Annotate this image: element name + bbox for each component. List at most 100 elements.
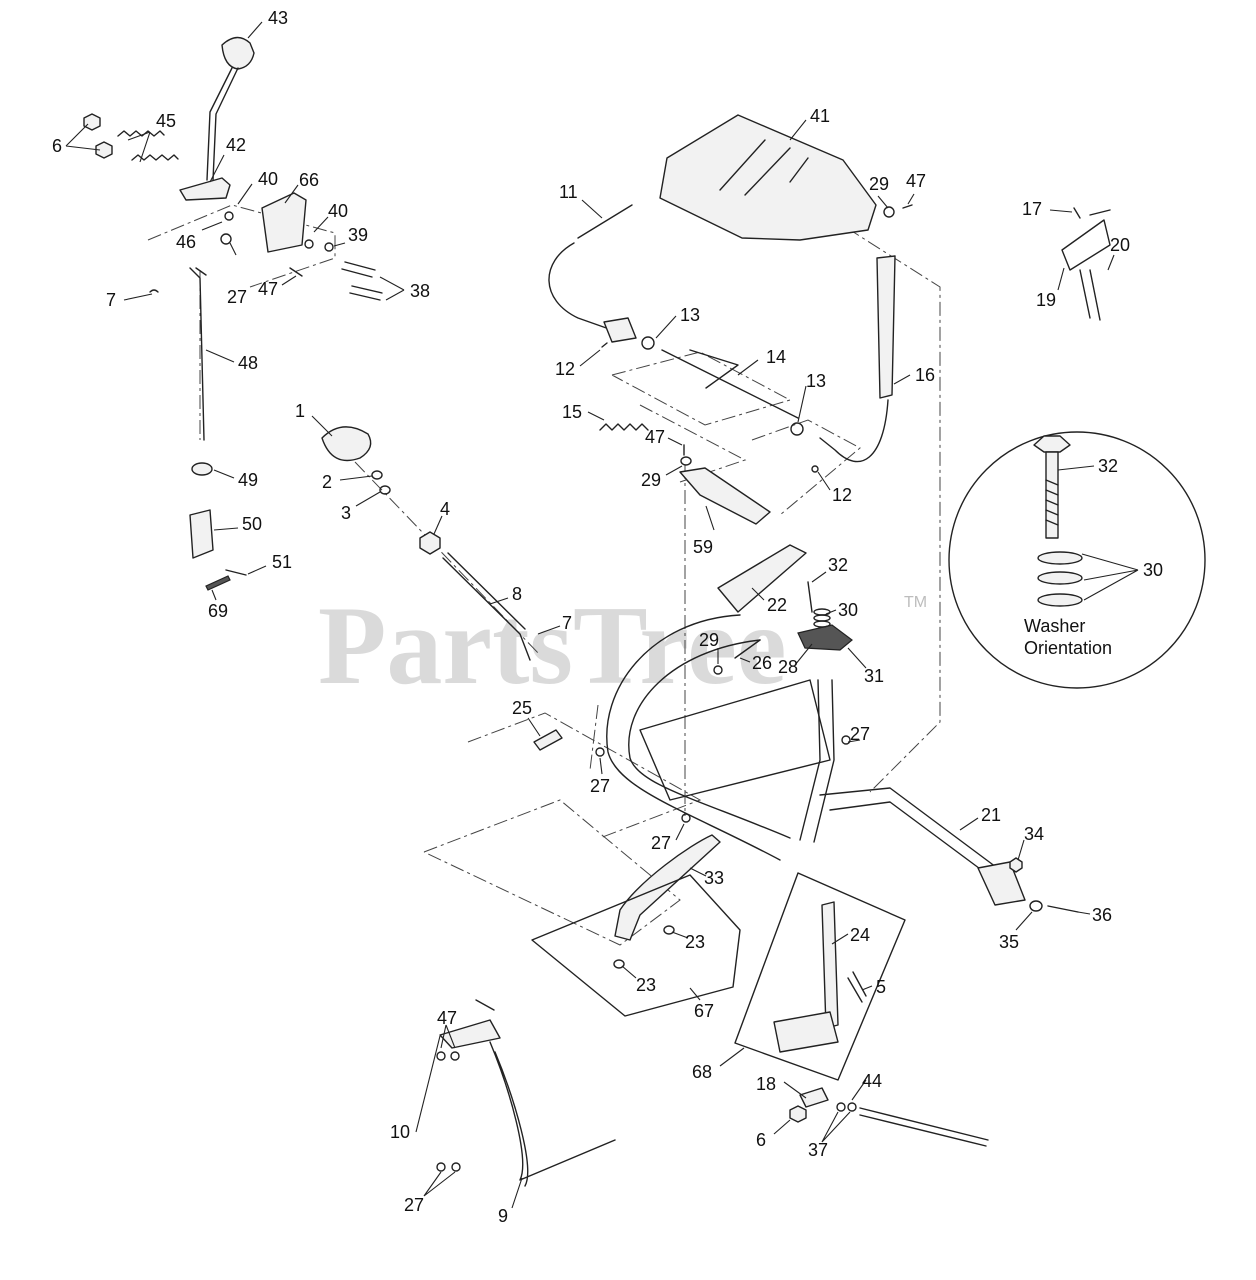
callout-30: 30 bbox=[838, 600, 858, 620]
callout-13: 13 bbox=[806, 371, 826, 391]
callout-5: 5 bbox=[876, 977, 886, 997]
callout-42: 42 bbox=[226, 135, 246, 155]
callout-10: 10 bbox=[390, 1122, 410, 1142]
leader-lines bbox=[65, 21, 1139, 1209]
callout-46: 46 bbox=[176, 232, 196, 252]
callout-3: 3 bbox=[341, 503, 351, 523]
center-shift-rod bbox=[321, 426, 531, 661]
callout-23: 23 bbox=[685, 932, 705, 952]
spring-set bbox=[117, 130, 179, 161]
callout-8: 8 bbox=[512, 584, 522, 604]
throttle-cable bbox=[548, 204, 633, 339]
control-rod bbox=[661, 349, 799, 419]
pin bbox=[225, 569, 247, 576]
callout-12: 12 bbox=[832, 485, 852, 505]
callout-35: 35 bbox=[999, 932, 1019, 952]
seat-frame bbox=[606, 544, 1026, 906]
frame-loop bbox=[606, 614, 791, 861]
callout-22: 22 bbox=[767, 595, 787, 615]
shift-rod bbox=[189, 267, 207, 441]
callout-59: 59 bbox=[693, 537, 713, 557]
seat-pan bbox=[659, 114, 877, 241]
callout-40: 40 bbox=[258, 169, 278, 189]
callout-31: 31 bbox=[864, 666, 884, 686]
shift-knob bbox=[321, 426, 372, 462]
callout-29: 29 bbox=[699, 630, 719, 650]
screw bbox=[289, 267, 303, 277]
callout-34: 34 bbox=[1024, 824, 1044, 844]
callout-27: 27 bbox=[651, 833, 671, 853]
callout-23: 23 bbox=[636, 975, 656, 995]
callout-16: 16 bbox=[915, 365, 935, 385]
bracket bbox=[679, 467, 771, 525]
callout-69: 69 bbox=[208, 601, 228, 621]
callout-17: 17 bbox=[1022, 199, 1042, 219]
callout-47: 47 bbox=[258, 279, 278, 299]
callout-7: 7 bbox=[106, 290, 116, 310]
bolt bbox=[341, 261, 376, 278]
callout-labels: 43 45 6 42 40 66 46 40 39 27 47 38 7 48 … bbox=[52, 8, 1163, 1226]
callout-6: 6 bbox=[756, 1130, 766, 1150]
pedal-arm bbox=[614, 834, 721, 941]
callout-50: 50 bbox=[242, 514, 262, 534]
callout-19: 19 bbox=[1036, 290, 1056, 310]
callout-37: 37 bbox=[808, 1140, 828, 1160]
callout-18: 18 bbox=[756, 1074, 776, 1094]
callout-40: 40 bbox=[328, 201, 348, 221]
pin bbox=[533, 729, 563, 751]
pivot-block bbox=[189, 509, 214, 559]
watermark-trademark: TM bbox=[904, 594, 927, 611]
callout-51: 51 bbox=[272, 552, 292, 572]
callout-27: 27 bbox=[404, 1195, 424, 1215]
callout-11: 11 bbox=[559, 182, 578, 202]
callout-29: 29 bbox=[641, 470, 661, 490]
shift-rod bbox=[442, 552, 531, 661]
callout-38: 38 bbox=[410, 281, 430, 301]
bolt bbox=[349, 285, 383, 301]
spring bbox=[599, 423, 649, 431]
washer-orientation-detail: Washer Orientation bbox=[948, 431, 1206, 689]
callout-49: 49 bbox=[238, 470, 258, 490]
hex-nut bbox=[419, 531, 441, 555]
callout-47: 47 bbox=[437, 1008, 457, 1028]
callout-45: 45 bbox=[156, 111, 176, 131]
callout-12: 12 bbox=[555, 359, 575, 379]
callout-32: 32 bbox=[1098, 456, 1118, 476]
detail-caption-line2: Orientation bbox=[1024, 638, 1112, 658]
shift-lever-rod bbox=[206, 67, 239, 181]
callout-30: 30 bbox=[1143, 560, 1163, 580]
watermark: PartsTree bbox=[318, 584, 787, 708]
cable-sleeve bbox=[876, 255, 896, 399]
callout-25: 25 bbox=[512, 698, 532, 718]
callout-20: 20 bbox=[1110, 235, 1130, 255]
callout-32: 32 bbox=[828, 555, 848, 575]
mounting-bracket bbox=[261, 192, 307, 253]
callout-1: 1 bbox=[295, 401, 305, 421]
nut bbox=[83, 113, 101, 131]
callout-43: 43 bbox=[268, 8, 288, 28]
callout-26: 26 bbox=[752, 653, 772, 673]
spacer bbox=[191, 462, 213, 476]
roll-pin bbox=[205, 575, 231, 591]
callout-21: 21 bbox=[981, 805, 1001, 825]
callout-13: 13 bbox=[680, 305, 700, 325]
callout-27: 27 bbox=[850, 724, 870, 744]
callout-68: 68 bbox=[692, 1062, 712, 1082]
callout-28: 28 bbox=[778, 657, 798, 677]
pedal-lever bbox=[821, 901, 839, 1029]
callout-27: 27 bbox=[227, 287, 247, 307]
frame-arm bbox=[819, 787, 1001, 881]
callout-47: 47 bbox=[645, 427, 665, 447]
callout-15: 15 bbox=[562, 402, 582, 422]
callout-6: 6 bbox=[52, 136, 62, 156]
throttle-plate bbox=[439, 1019, 501, 1049]
callout-41: 41 bbox=[810, 106, 830, 126]
lever-knob bbox=[221, 36, 255, 70]
callout-7: 7 bbox=[562, 613, 572, 633]
detail-caption-line1: Washer bbox=[1024, 616, 1085, 636]
latch bbox=[797, 624, 853, 651]
callout-14: 14 bbox=[766, 347, 786, 367]
tube bbox=[717, 544, 807, 613]
callout-44: 44 bbox=[862, 1071, 882, 1091]
